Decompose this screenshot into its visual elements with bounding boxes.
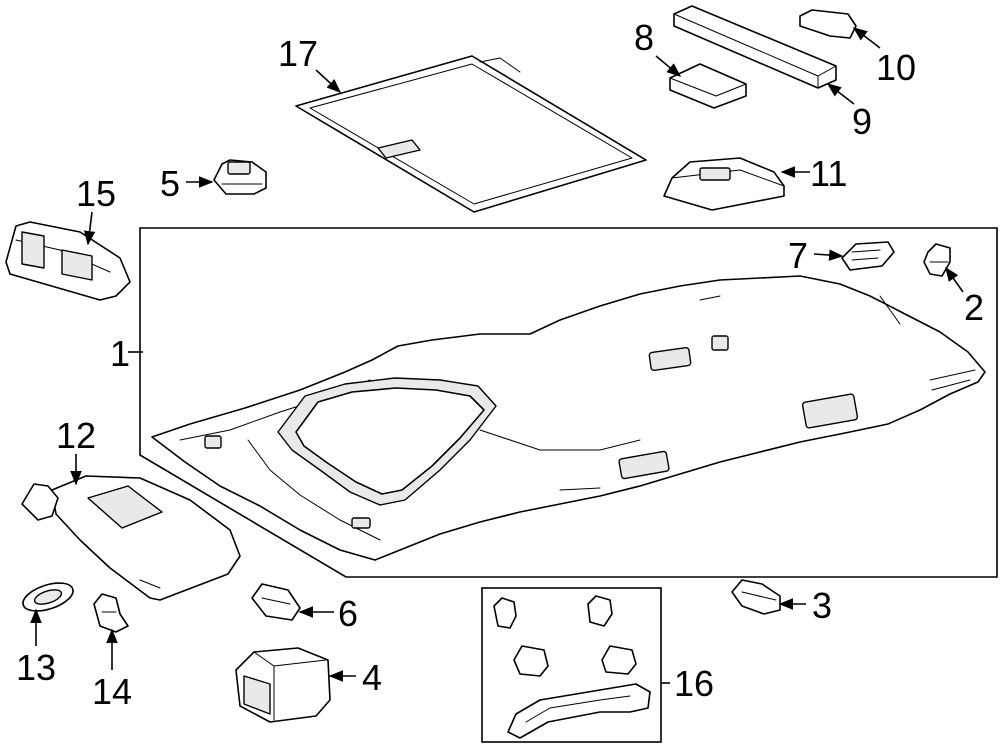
sun-visor-12 xyxy=(21,475,241,601)
callout-3: 3 xyxy=(812,585,832,626)
assist-grip-kit xyxy=(493,595,651,739)
headliner-panel xyxy=(151,275,986,561)
callout-2: 2 xyxy=(964,287,984,328)
callout-6: 6 xyxy=(338,593,358,634)
callout-10: 10 xyxy=(876,47,916,88)
visor-holder-14 xyxy=(93,593,129,633)
callout-4: 4 xyxy=(362,657,382,698)
callout-5: 5 xyxy=(160,163,180,204)
trim-strip-9 xyxy=(673,5,837,89)
clip-7 xyxy=(841,241,895,271)
callout-8: 8 xyxy=(634,17,654,58)
console-lamp-11 xyxy=(663,157,785,211)
callout-13: 13 xyxy=(16,647,56,688)
callout-7: 7 xyxy=(788,235,808,276)
assist-grip-kit-frame xyxy=(481,587,662,743)
callout-12: 12 xyxy=(56,415,96,456)
trim-block-8 xyxy=(669,63,747,109)
headliner-frame xyxy=(139,227,998,578)
callout-1: 1 xyxy=(110,333,130,374)
sunshade-panel xyxy=(295,55,647,213)
clip-2 xyxy=(923,243,951,277)
trim-block-10 xyxy=(799,9,857,39)
callout-17: 17 xyxy=(278,33,318,74)
leader-lines xyxy=(30,27,964,684)
switch-6 xyxy=(251,583,301,621)
switch-5 xyxy=(213,159,267,195)
callout-11: 11 xyxy=(810,153,847,194)
bracket-4 xyxy=(235,647,331,723)
callout-9: 9 xyxy=(852,101,872,142)
callout-16: 16 xyxy=(674,663,714,704)
callout-labels: 1 2 3 4 5 6 7 8 9 10 11 12 13 14 15 16 1… xyxy=(16,17,984,712)
callout-14: 14 xyxy=(92,671,132,712)
callout-15: 15 xyxy=(76,173,116,214)
bracket-3 xyxy=(731,579,781,615)
dome-lamp-15 xyxy=(5,221,131,301)
visor-clip-13 xyxy=(22,582,74,612)
